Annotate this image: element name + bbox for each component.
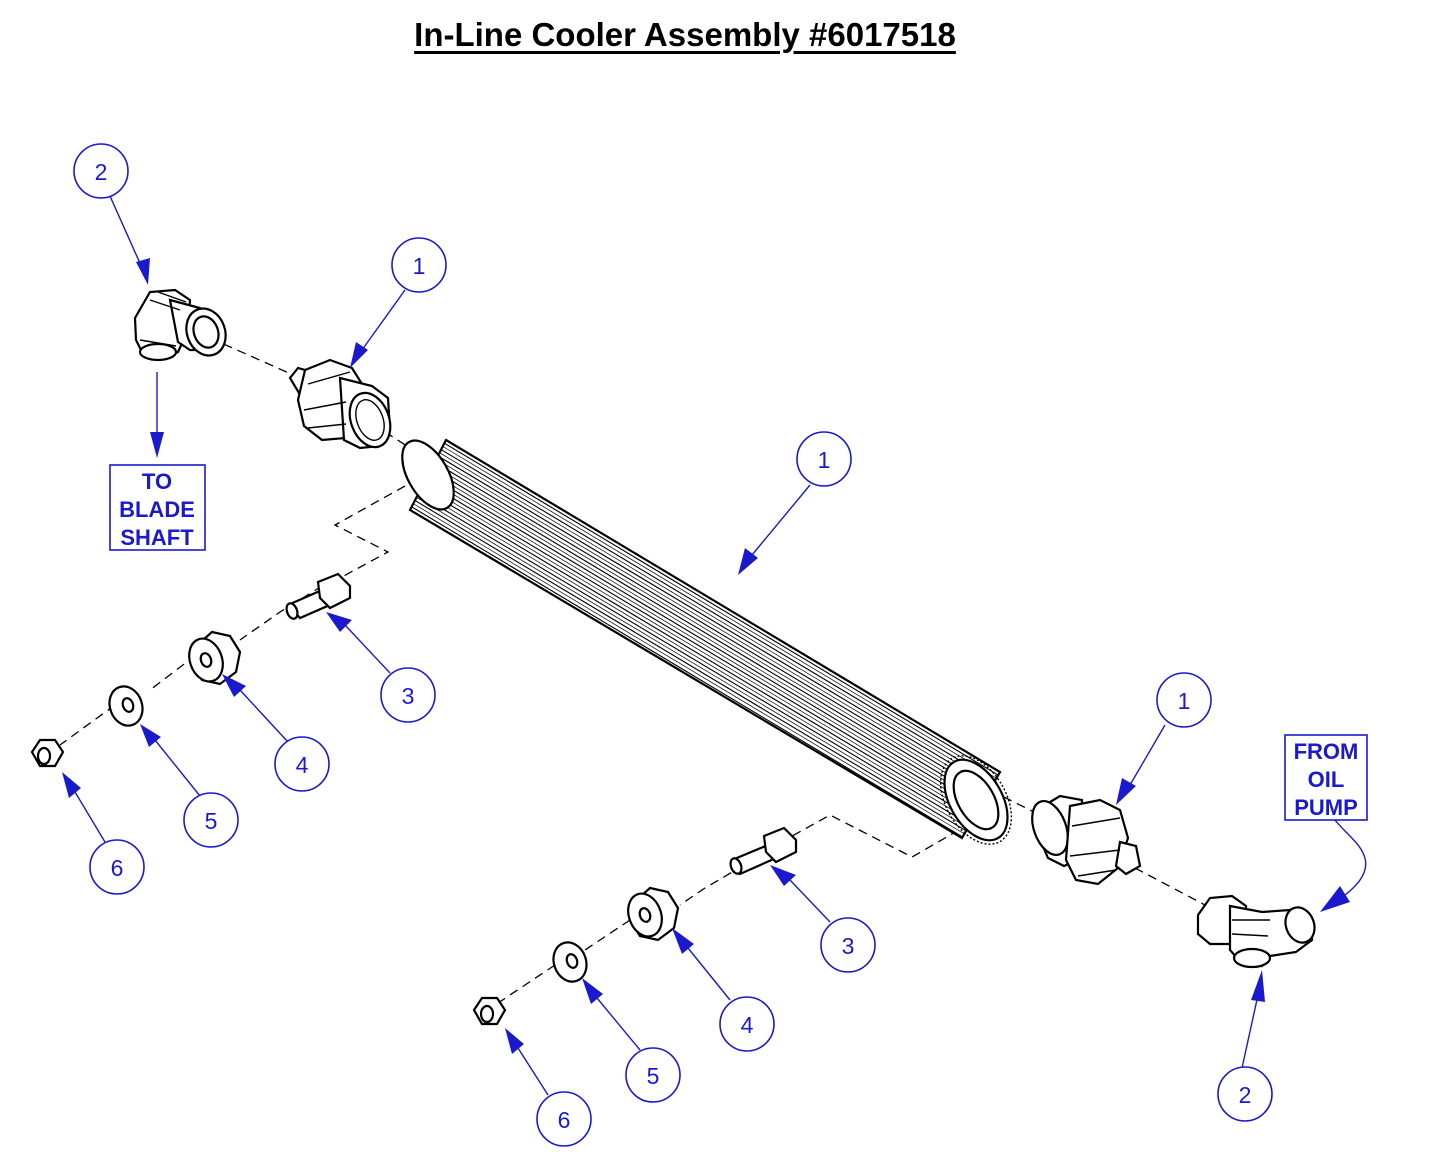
callout-number: 3 — [842, 933, 855, 959]
cooler-fin — [444, 442, 999, 776]
callout-bubble-washer-left: 5 — [183, 792, 239, 848]
cooler-fin — [411, 506, 966, 838]
page-title: In-Line Cooler Assembly #6017518 — [414, 16, 956, 53]
cooler-fin — [413, 503, 968, 836]
cooler-fin — [419, 490, 974, 824]
callout-bubble-adapter-bottom: 1 — [1156, 672, 1212, 728]
hardware-left — [30, 572, 352, 768]
callout-bubble-nut-left: 6 — [89, 839, 145, 895]
callout-number: 5 — [647, 1063, 660, 1089]
callout-bubble-grommet-right: 4 — [719, 996, 775, 1052]
cooler-fin — [430, 468, 986, 802]
cooler-fin — [414, 499, 970, 833]
note-from-oil-pump: FROM OIL PUMP — [1284, 734, 1368, 912]
adapter-fitting-top — [288, 358, 392, 450]
callout-number: 2 — [95, 159, 108, 185]
note-line: PUMP — [1294, 795, 1358, 820]
callout-bubble-grommet-left: 4 — [274, 736, 330, 792]
elbow-fitting-top — [133, 288, 227, 362]
callout-number: 2 — [1239, 1082, 1252, 1108]
callout-number: 1 — [413, 253, 426, 279]
cooler-tube — [401, 438, 1013, 845]
cooler-fin — [424, 480, 980, 814]
callout-number: 5 — [205, 808, 218, 834]
hardware-right — [472, 826, 798, 1026]
callout-bubble-adapter-top: 1 — [391, 237, 447, 293]
cooler-fin — [427, 474, 983, 808]
callout-bubble-bolt-right: 3 — [820, 917, 876, 973]
callout-leaders — [62, 195, 1265, 1096]
callout-number: 3 — [402, 683, 415, 709]
cooler-fin — [422, 484, 978, 817]
note-line: FROM — [1294, 739, 1359, 764]
cooler-fin — [434, 461, 989, 795]
cooler-fin — [429, 471, 984, 805]
cooler-fin — [437, 455, 993, 789]
cooler-fin — [442, 446, 997, 779]
callout-bubble-nut-right: 6 — [536, 1091, 592, 1147]
callout-number: 4 — [296, 752, 309, 778]
callout-bubble-elbow-top: 2 — [73, 143, 129, 199]
cooler-fin — [432, 465, 988, 798]
note-line: BLADE — [119, 497, 195, 522]
callout-number: 1 — [1178, 688, 1191, 714]
callout-bubble-elbow-bottom: 2 — [1217, 1066, 1273, 1122]
note-line: TO — [142, 469, 172, 494]
callout-bubble-washer-right: 5 — [625, 1047, 681, 1103]
cooler-fin — [436, 458, 991, 792]
cooler-fin — [439, 452, 994, 786]
adapter-fitting-bottom — [1031, 794, 1142, 886]
callout-number: 1 — [818, 447, 831, 473]
callout-number: 6 — [558, 1107, 571, 1133]
callout-number: 6 — [111, 855, 124, 881]
note-line: SHAFT — [120, 525, 194, 550]
note-to-blade-shaft: TO BLADE SHAFT — [109, 372, 206, 551]
callout-number: 4 — [741, 1012, 754, 1038]
note-line: OIL — [1308, 767, 1345, 792]
callout-bubble-cooler-body: 1 — [796, 431, 852, 487]
cooler-fin — [426, 477, 981, 811]
elbow-fitting-bottom — [1196, 894, 1316, 969]
cooler-fin — [416, 496, 971, 830]
cooler-fin — [440, 449, 996, 783]
cooler-fin — [421, 487, 976, 821]
cooler-fin — [417, 493, 973, 827]
callout-bubble-bolt-left: 3 — [380, 667, 436, 723]
